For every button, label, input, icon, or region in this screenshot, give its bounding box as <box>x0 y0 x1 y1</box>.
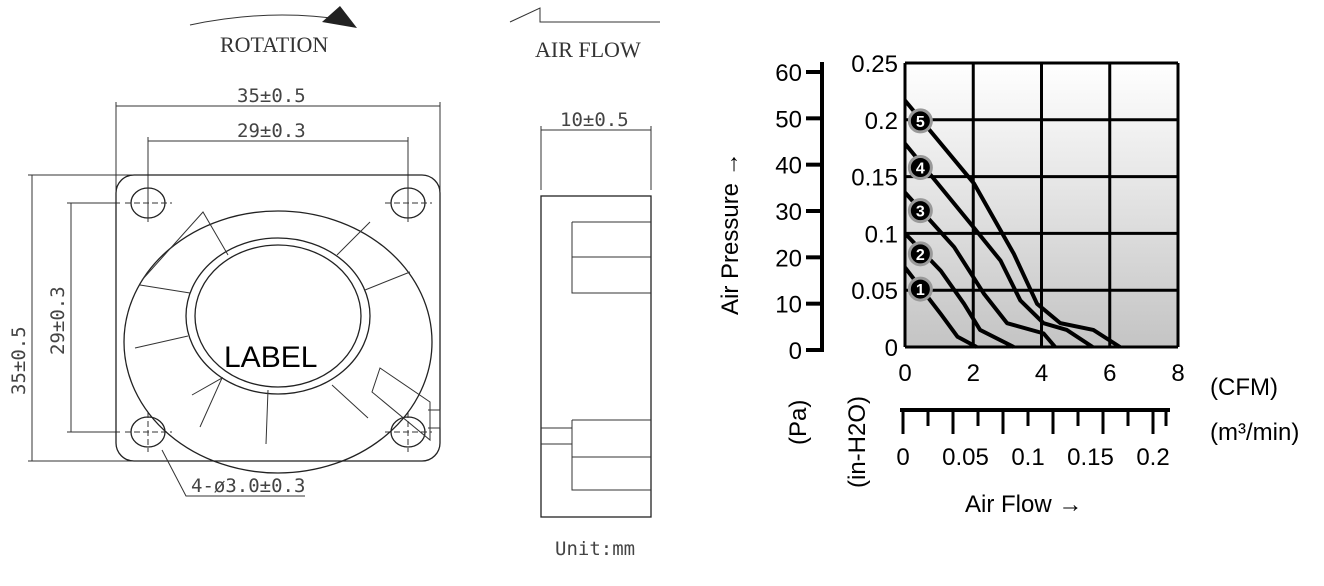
x-axis-label: Air Flow → <box>965 491 1082 518</box>
m3-tick-label: 0.1 <box>1011 444 1044 471</box>
unit-label: Unit:mm <box>555 538 635 560</box>
hub <box>194 244 362 388</box>
curve-badge-label: 4 <box>916 161 925 178</box>
x-tick-label: 8 <box>1171 360 1184 387</box>
x-tick-label: 6 <box>1103 360 1116 387</box>
y-tick-label: 0 <box>885 335 898 362</box>
curve-badge-label: 2 <box>916 247 925 264</box>
curve-badge-label: 5 <box>916 114 925 131</box>
x-tick-label: 4 <box>1035 360 1048 387</box>
curve-badge-1 <box>907 276 933 302</box>
y-unit-inh2o: (in-H2O) <box>844 396 871 488</box>
hub-label: LABEL <box>224 341 317 374</box>
airflow-label: AIR FLOW <box>535 37 641 62</box>
fan-side-body <box>540 195 652 518</box>
y-unit-pa: (Pa) <box>785 400 812 445</box>
x-unit-cfm: (CFM) <box>1210 374 1278 401</box>
pa-tick-label: 60 <box>775 60 802 87</box>
pa-tick-label: 10 <box>775 292 802 319</box>
hole-spec: 4-ø3.0±0.3 <box>191 475 305 497</box>
width-holes-dim: 29±0.3 <box>237 120 306 142</box>
rotation-label: ROTATION <box>220 32 328 57</box>
m3-tick-label: 0 <box>896 444 909 471</box>
curve-badge-3 <box>907 198 933 224</box>
hole-leader-line <box>161 449 305 497</box>
cable-exit <box>371 367 441 442</box>
curve-badge-4 <box>907 155 933 181</box>
curve-4 <box>903 142 1094 349</box>
curve-5 <box>903 99 1122 349</box>
side-view: AIR FLOW 10±0.5 Unit:mm <box>509 7 660 560</box>
front-view: ROTATION 35±0.5 29±0.3 35±0.5 29±0.3 LAB… <box>8 6 441 497</box>
y-tick-label: 0.2 <box>865 108 898 135</box>
width-outer-dim: 35±0.5 <box>237 85 306 107</box>
thickness-dim: 10±0.5 <box>560 109 629 131</box>
height-holes-dim: 29±0.3 <box>47 286 69 355</box>
hub-outer <box>185 237 371 395</box>
rotation-arrow-icon <box>322 6 357 28</box>
curve-3 <box>903 191 1057 349</box>
pa-tick-label: 20 <box>775 245 802 272</box>
m3-tick-label: 0.05 <box>942 444 989 471</box>
x-unit-m3min: (m³/min) <box>1210 419 1299 446</box>
curve-badge-label: 3 <box>916 204 925 221</box>
curve-badge-2 <box>907 241 933 267</box>
pa-tick-label: 40 <box>775 153 802 180</box>
pa-tick-label: 0 <box>789 338 802 365</box>
height-outer-dim: 35±0.5 <box>8 326 30 395</box>
pa-tick-label: 50 <box>775 106 802 133</box>
pa-tick-label: 30 <box>775 199 802 226</box>
curve-badge-5 <box>907 108 933 134</box>
x-tick-label: 0 <box>898 360 911 387</box>
curve-badge-label: 1 <box>916 282 925 299</box>
rotation-arrow-arc <box>189 14 346 26</box>
m3-tick-label: 0.2 <box>1136 444 1169 471</box>
x-tick-label: 2 <box>967 360 980 387</box>
y-tick-label: 0.25 <box>851 51 898 78</box>
pq-chart: 1 2 3 4 5 0 2 4 6 8 0 0.05 0.1 0.15 0.2 0.25 0 10 20 30 40 5… <box>717 51 1299 518</box>
fan-outer-ring <box>123 210 433 474</box>
airflow-arrow-icon <box>509 7 660 23</box>
mounting-holes <box>125 182 432 452</box>
fan-frame <box>115 174 441 462</box>
y-tick-label: 0.1 <box>865 221 898 248</box>
fan-blades <box>134 211 411 445</box>
y-tick-label: 0.05 <box>851 278 898 305</box>
y-tick-label: 0.15 <box>851 165 898 192</box>
m3-tick-label: 0.15 <box>1067 444 1114 471</box>
y-axis-label: Air Pressure → <box>717 152 744 315</box>
